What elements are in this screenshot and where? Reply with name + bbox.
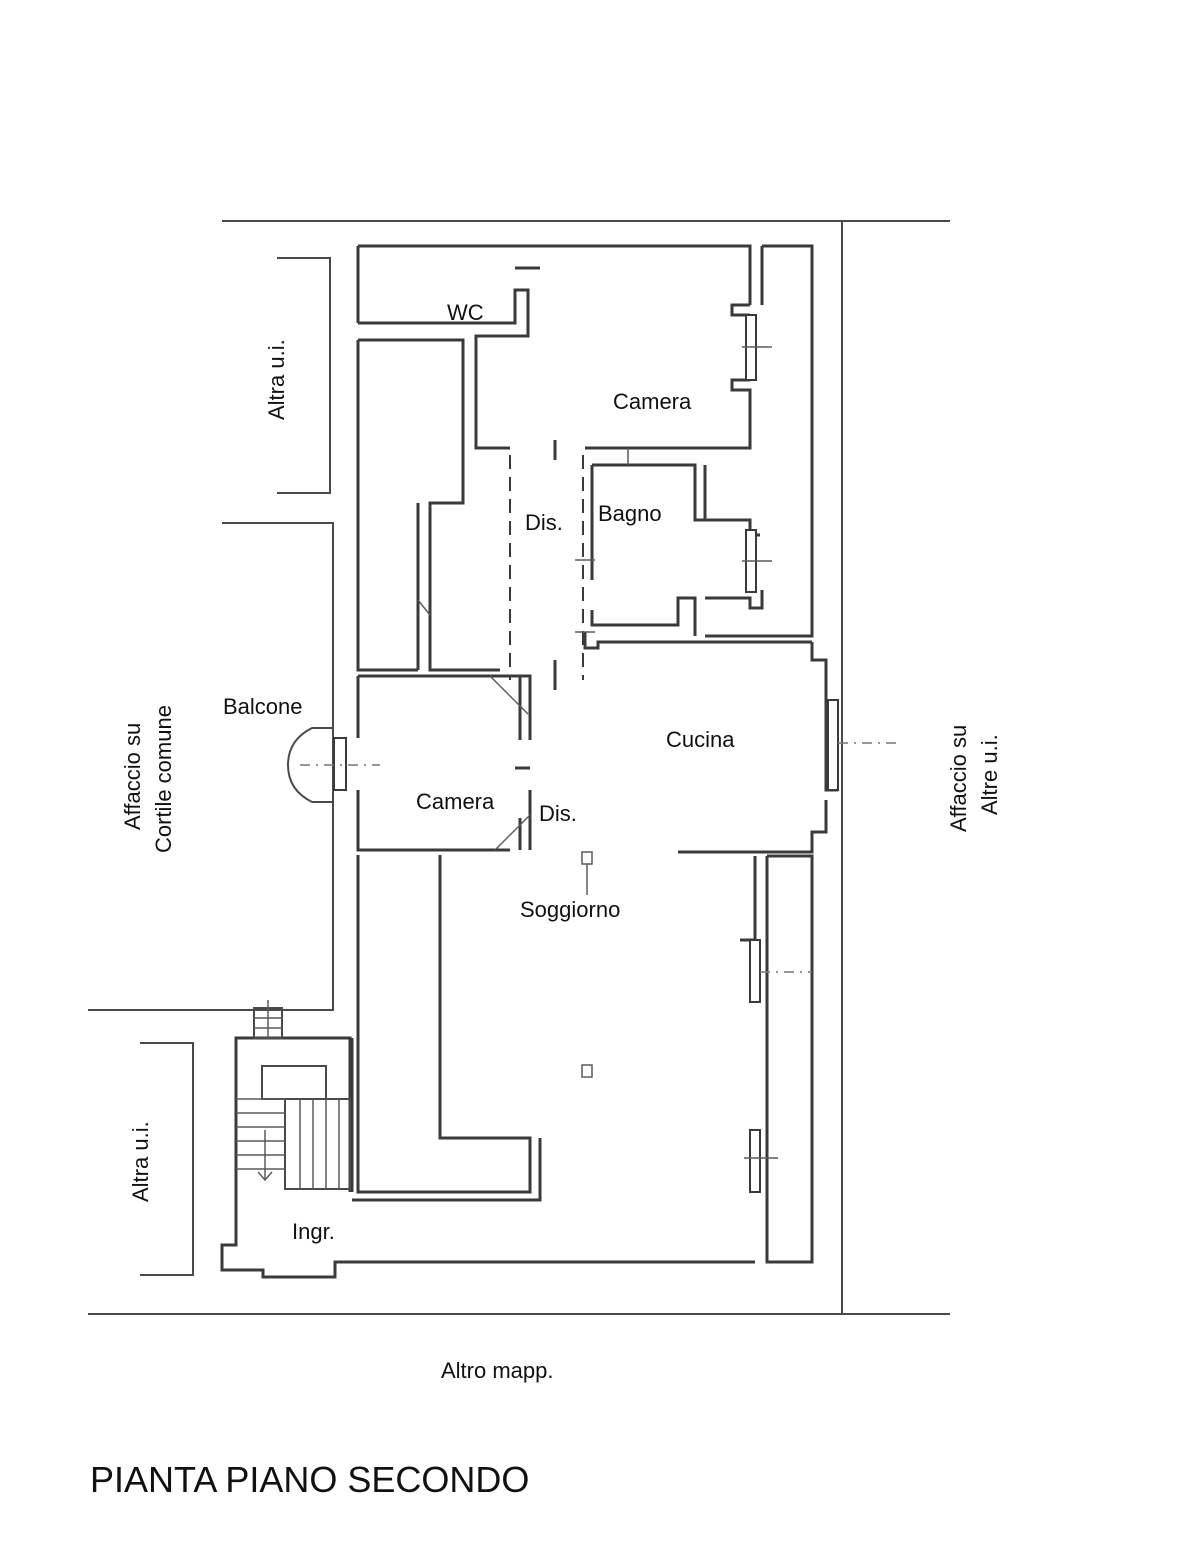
exterior-walls <box>220 244 838 1279</box>
affaccio-right-line2: Altre u.i. <box>977 734 1002 815</box>
room-label-soggiorno: Soggiorno <box>520 897 620 922</box>
property-boundaries <box>88 220 950 1315</box>
room-label-camera-mid: Camera <box>416 789 495 814</box>
staircase <box>236 1000 351 1190</box>
room-label-dis-mid: Dis. <box>539 801 577 826</box>
plan-title: PIANTA PIANO SECONDO <box>90 1459 529 1500</box>
affaccio-left-line2: Cortile comune <box>151 705 176 853</box>
altra-ui-top-label: Altra u.i. <box>264 339 289 420</box>
windows <box>300 314 900 1193</box>
door-swings <box>417 266 629 851</box>
room-label-cucina: Cucina <box>666 727 735 752</box>
ceiling-fixtures <box>581 851 593 1078</box>
room-label-balcone: Balcone <box>223 694 303 719</box>
interior-walls <box>358 288 812 850</box>
affaccio-right-line1: Affaccio su <box>946 725 971 832</box>
room-label-wc: WC <box>447 300 484 325</box>
room-label-bagno: Bagno <box>598 501 662 526</box>
balcony-outline <box>286 727 334 803</box>
room-label-ingr: Ingr. <box>292 1219 335 1244</box>
altra-ui-bottom-label: Altra u.i. <box>128 1121 153 1202</box>
surrounding-labels: Altra u.i. Altra u.i. Affaccio su Cortil… <box>120 339 1002 1383</box>
room-labels: WC Camera Dis. Bagno Balcone Cucina Came… <box>223 300 735 1244</box>
affaccio-left-line1: Affaccio su <box>120 723 145 830</box>
room-label-dis-top: Dis. <box>525 510 563 535</box>
room-label-camera-top: Camera <box>613 389 692 414</box>
altro-mapp-label: Altro mapp. <box>441 1358 554 1383</box>
